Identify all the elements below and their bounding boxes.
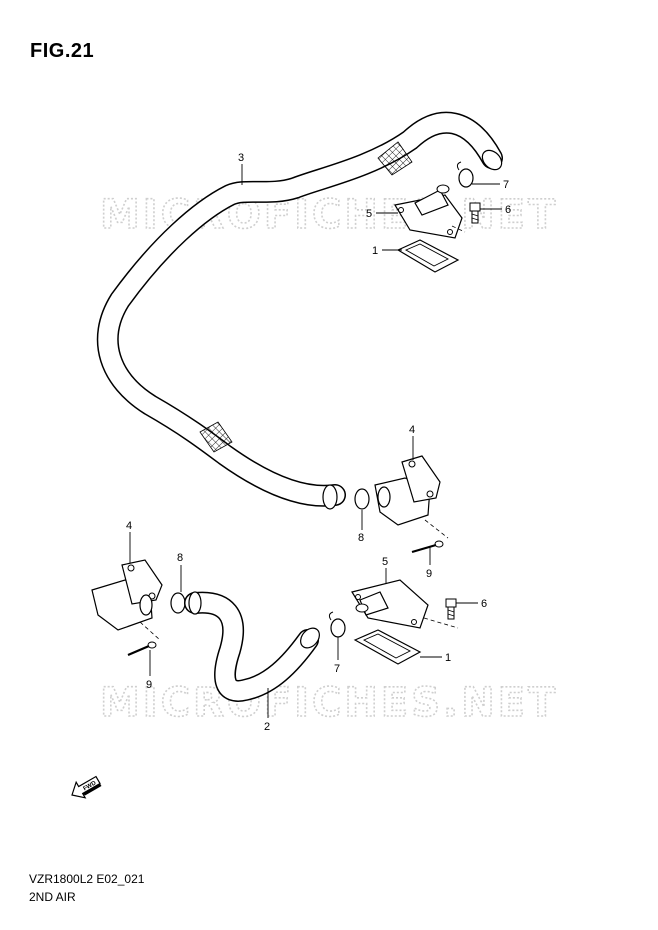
lower-valve	[91, 559, 163, 631]
callout-lower-screw: 9	[146, 679, 152, 691]
upper-bolt	[469, 202, 481, 224]
lower-bolt	[445, 598, 457, 620]
callout-middle-oring: 8	[358, 532, 364, 544]
lower-clamp	[328, 611, 346, 638]
callout-upper-cover: 5	[366, 208, 372, 220]
hose-end-bottom	[322, 484, 338, 510]
callout-middle-screw: 9	[426, 568, 432, 580]
callout-lower-hose: 2	[264, 721, 270, 733]
callout-upper-hose: 3	[238, 152, 244, 164]
callout-lower-oring: 8	[177, 552, 183, 564]
lower-cover	[351, 579, 429, 629]
lower-gasket	[353, 629, 422, 665]
callout-upper-gasket: 1	[372, 245, 378, 257]
callout-lower-cover: 5	[382, 556, 388, 568]
middle-oring	[354, 488, 370, 510]
middle-valve	[374, 455, 441, 526]
upper-cover	[394, 184, 463, 239]
hose-upper-long	[96, 111, 503, 510]
upper-clamp	[456, 161, 474, 188]
hose-lower	[184, 591, 320, 702]
middle-screw	[411, 540, 444, 554]
hose-mesh-sleeve-bottom	[199, 421, 233, 453]
fwd-arrow-icon: FWD	[71, 775, 102, 799]
hose-mesh-sleeve-top	[377, 141, 413, 176]
callout-upper-bolt: 6	[505, 204, 511, 216]
lower-oring	[170, 592, 186, 614]
callout-upper-clamp: 7	[503, 179, 509, 191]
upper-gasket	[396, 239, 460, 273]
diagram-code: VZR1800L2 E02_021	[29, 872, 145, 886]
watermark-lower: MICROFICHES.NET	[100, 680, 558, 726]
lower-screw	[127, 641, 157, 657]
callout-lower-clamp: 7	[334, 663, 340, 675]
callout-lower-bolt: 6	[481, 598, 487, 610]
leader-lines	[129, 164, 502, 718]
hose-end-top	[481, 149, 503, 171]
callout-lower-gasket: 1	[445, 652, 451, 664]
figure-title: FIG.21	[30, 40, 95, 62]
callout-middle-valve: 4	[409, 424, 415, 436]
callout-lower-valve: 4	[126, 520, 132, 532]
diagram-name: 2ND AIR	[29, 890, 76, 904]
